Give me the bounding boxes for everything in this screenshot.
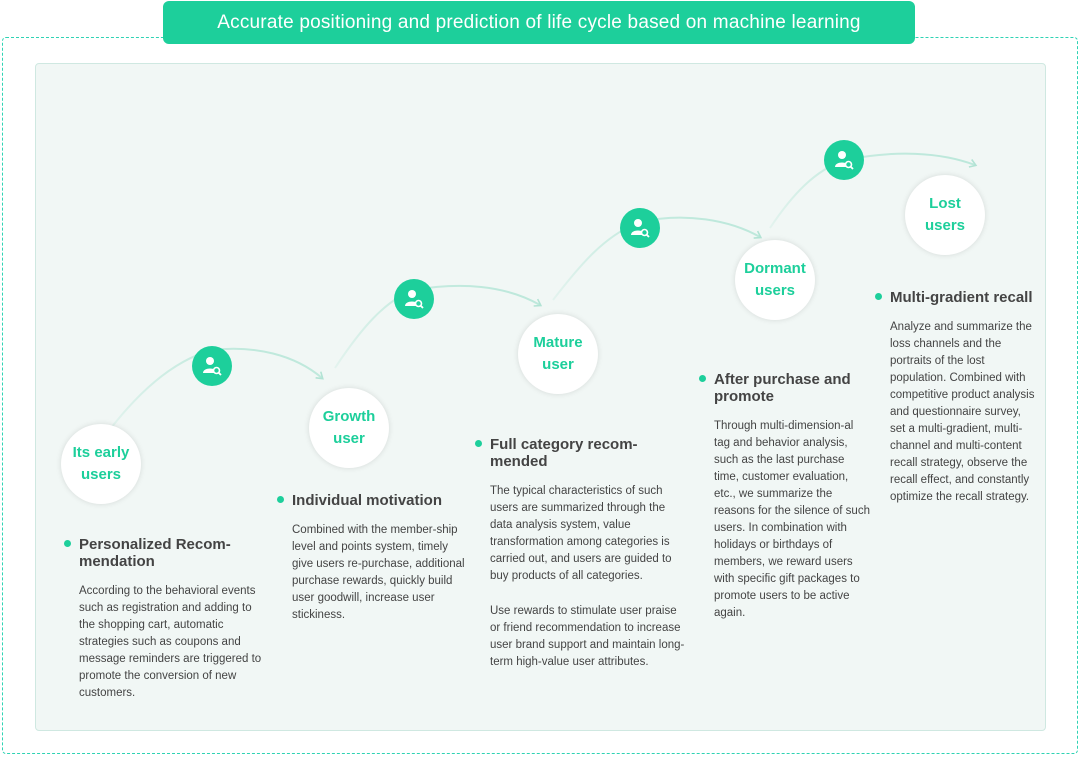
block-individual-motivation: Individual motivation Combined with the … <box>277 492 472 624</box>
bullet-dot <box>64 540 71 547</box>
stage-label: Dormant users <box>744 260 806 299</box>
stage-mature-user: Mature user <box>518 314 598 394</box>
bullet-dot <box>875 293 882 300</box>
block-title: Full category recom-mended <box>490 436 638 470</box>
block-description-2: Use rewards to stimulate user praise or … <box>490 605 685 668</box>
block-description: Combined with the member-ship level and … <box>292 524 465 621</box>
block-description: The typical characteristics of such user… <box>490 485 672 582</box>
stage-dormant-users: Dormant users <box>735 240 815 320</box>
block-title: Individual motivation <box>292 492 443 509</box>
content-panel <box>35 63 1046 731</box>
stage-label: Growth user <box>322 408 376 447</box>
block-title: Multi-gradient recall <box>890 289 1033 306</box>
stage-label: Lost users <box>924 195 966 234</box>
user-search-icon <box>192 346 232 386</box>
page-title: Accurate positioning and prediction of l… <box>163 1 915 44</box>
stage-label: Mature user <box>533 334 583 373</box>
bullet-dot <box>699 375 706 382</box>
stage-label: Its early users <box>72 444 130 483</box>
block-full-category-recommended: Full category recom-mended The typical c… <box>475 436 690 671</box>
bullet-dot <box>475 440 482 447</box>
stage-early-users: Its early users <box>61 424 141 504</box>
block-after-purchase-and-promote: After purchase and promote Through multi… <box>699 371 871 622</box>
block-description: Through multi-dimension-al tag and behav… <box>714 420 870 619</box>
stage-growth-user: Growth user <box>309 388 389 468</box>
block-multi-gradient-recall: Multi-gradient recall Analyze and summar… <box>875 289 1035 506</box>
user-search-icon <box>394 279 434 319</box>
arc-2 <box>334 284 543 369</box>
block-personalized-recommendation: Personalized Recom-mendation According t… <box>64 536 269 702</box>
block-description: According to the behavioral events such … <box>79 585 262 699</box>
user-search-icon <box>620 208 660 248</box>
stage-lost-users: Lost users <box>905 175 985 255</box>
bullet-dot <box>277 496 284 503</box>
block-title: After purchase and promote <box>714 371 851 405</box>
block-description: Analyze and summarize the loss channels … <box>890 321 1035 503</box>
block-title: Personalized Recom-mendation <box>79 536 231 570</box>
user-search-icon <box>824 140 864 180</box>
